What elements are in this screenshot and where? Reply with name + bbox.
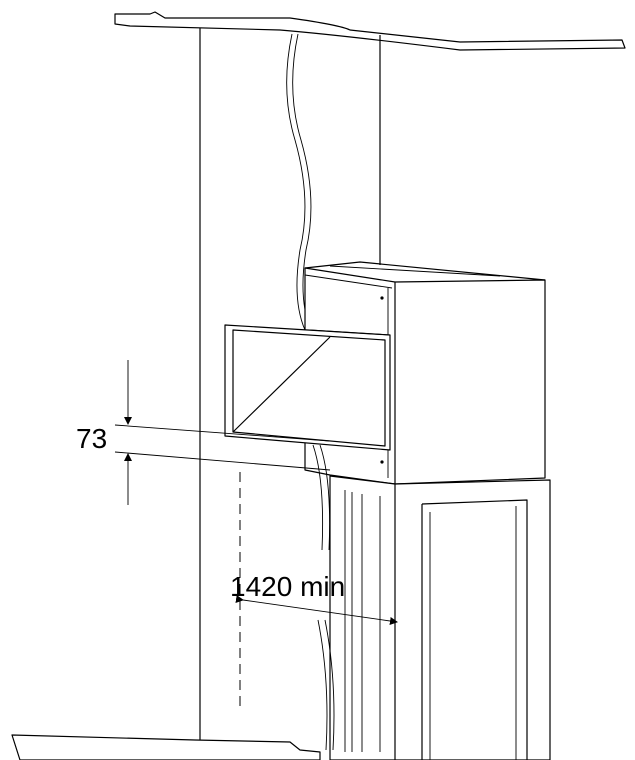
wall-column <box>199 28 381 742</box>
base-cabinet <box>329 475 551 760</box>
dimension-label-1420-min: 1420 min <box>230 571 345 602</box>
power-cable <box>286 33 312 331</box>
ceiling-slab <box>114 11 626 51</box>
dimension-1420: 1420 min <box>230 571 398 625</box>
floor-slab <box>11 734 321 760</box>
dimension-label-73: 73 <box>76 423 107 454</box>
front-opening <box>224 324 391 451</box>
dimension-73: 73 <box>76 360 331 505</box>
lower-cable <box>312 444 335 751</box>
